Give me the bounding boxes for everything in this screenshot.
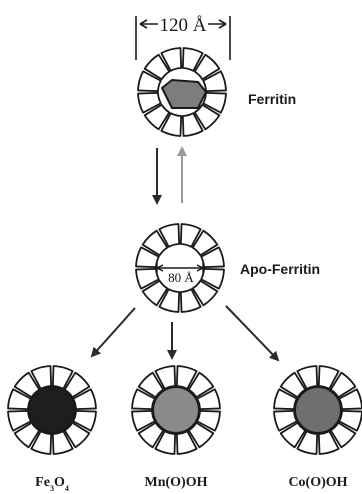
mnooh-core: [153, 387, 199, 433]
mnooh-label: Mn(O)OH: [145, 475, 208, 490]
coooh-core: [295, 387, 341, 433]
arrow-apo-to-coooh: [226, 306, 278, 360]
apo-ferritin-particle: [136, 224, 224, 312]
apo-ferritin-dimension-label: 80 Å: [168, 270, 194, 285]
fe3o4-label: Fe3O4: [35, 475, 69, 493]
coooh-label: Co(O)OH: [288, 475, 347, 490]
apo-ferritin-label: Apo-Ferritin: [240, 261, 320, 277]
fe3o4-core: [29, 387, 75, 433]
ferritin-label: Ferritin: [248, 91, 296, 107]
ferritin-particle: [138, 48, 226, 136]
mnooh-particle: [132, 366, 220, 454]
arrow-apo-to-fe3o4: [92, 308, 135, 356]
fe3o4-particle: [8, 366, 96, 454]
ferritin-iron-core: [162, 80, 206, 108]
ferritin-dimension-label: 120 Å: [160, 15, 207, 36]
coooh-particle: [274, 366, 362, 454]
